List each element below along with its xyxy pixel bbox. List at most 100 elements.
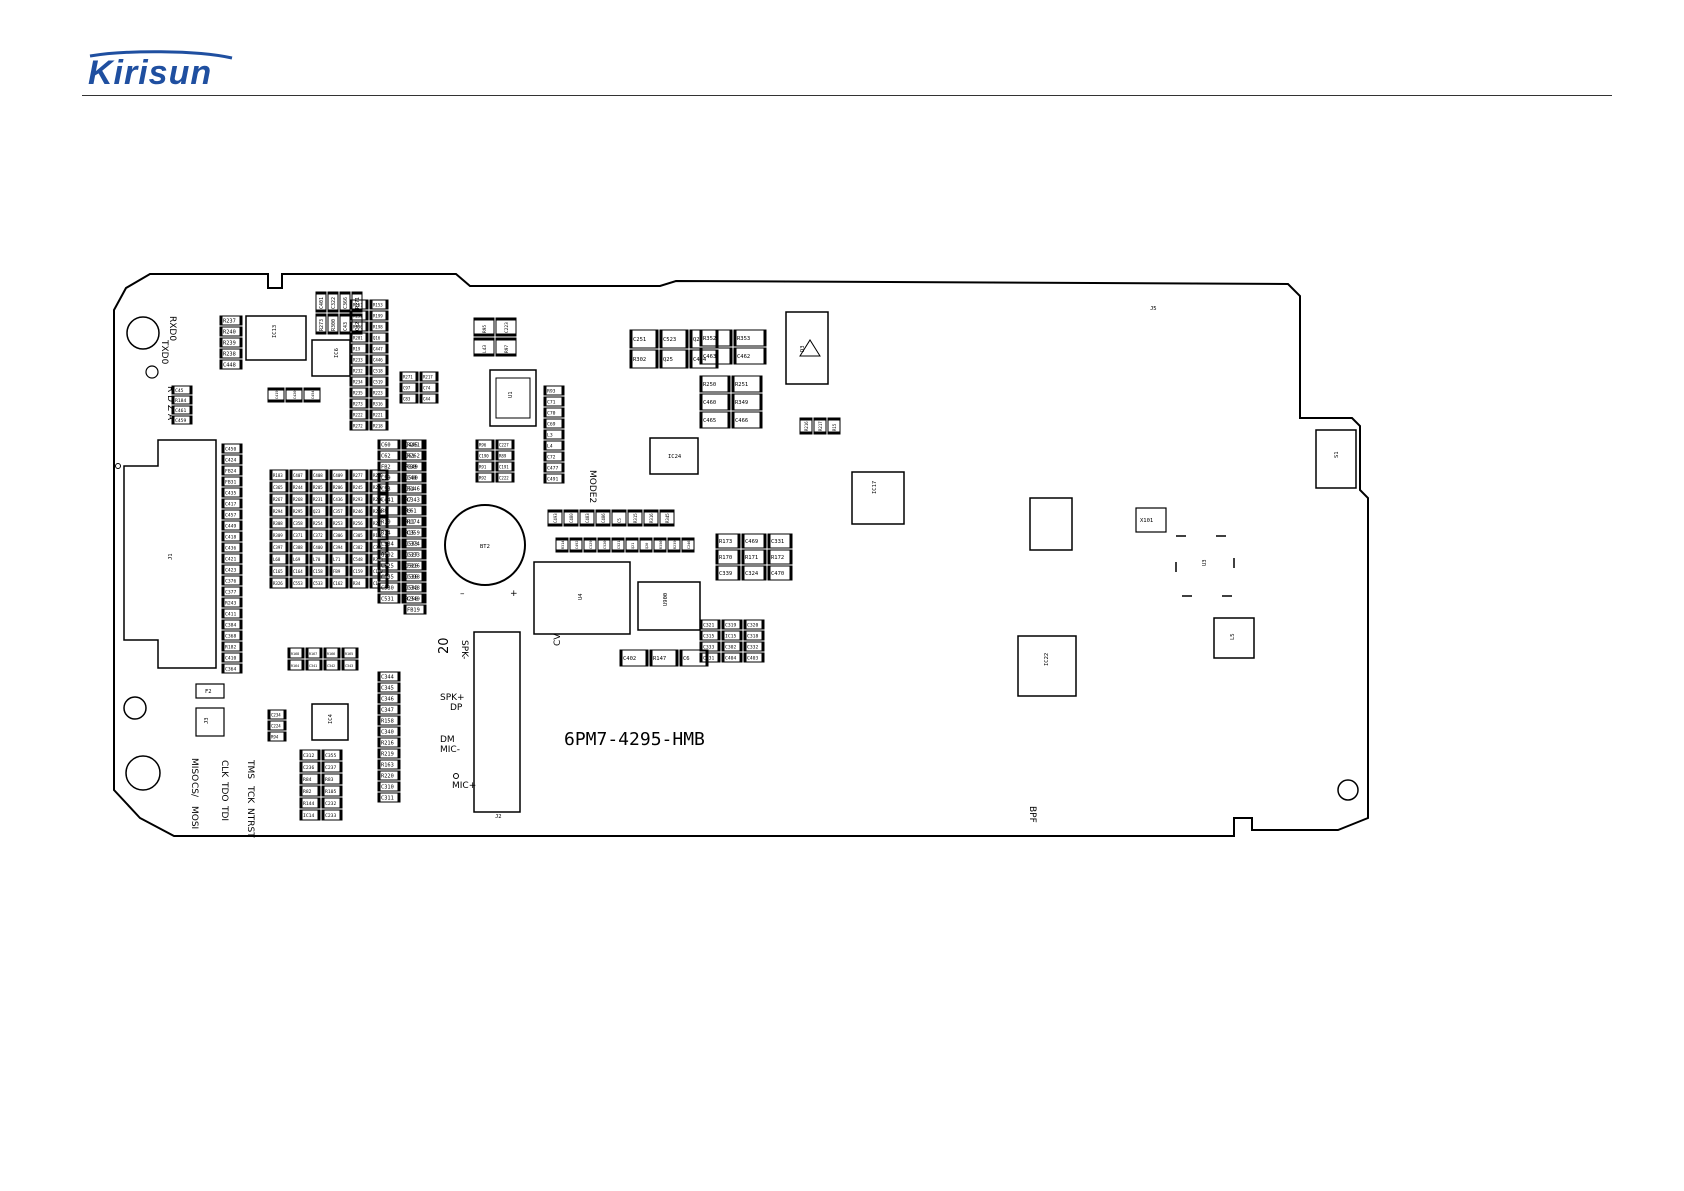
mounting-hole [126, 316, 160, 350]
pcb-component: C397 [269, 541, 289, 553]
pcb-component: R294 [269, 505, 289, 517]
pcb-component-label: C322 [331, 297, 337, 309]
pcb-component: C364 [221, 663, 243, 674]
pcb-component-label: R295 [293, 509, 303, 514]
pcb-component-label: R164 [291, 664, 299, 668]
pcb-component-label: R15 [832, 423, 837, 431]
pcb-component: R353 [733, 329, 767, 347]
pcb-component-label: R234 [353, 380, 363, 385]
j5-label: J5 [1150, 306, 1157, 312]
switch-s1 [1315, 429, 1357, 489]
pcb-component-label: C394 [333, 545, 343, 550]
pcb-component: C162 [329, 577, 349, 589]
pcb-component: R223 [369, 387, 389, 398]
pcb-component: C222 [495, 472, 515, 483]
pcb-component-label: R233 [353, 358, 363, 363]
ic4-label: IC4 [328, 713, 334, 724]
pcb-component: C319 [721, 619, 743, 630]
pcb-component-label: L69 [293, 557, 301, 562]
pcb-component-label: C349 [407, 597, 420, 603]
pcb-component: C401 [315, 291, 327, 313]
pcb-component: C404 [721, 652, 743, 663]
mounting-hole [145, 365, 159, 379]
pcb-component: C306 [329, 529, 349, 541]
pcb-component-label: R205 [313, 485, 323, 490]
pcb-component: R262 [403, 450, 427, 461]
pcb-component: C236 [299, 761, 321, 773]
pcb-component-label: C397 [273, 545, 283, 550]
pcb-component-label: R326 [273, 581, 283, 586]
pcb-component: C333 [403, 549, 427, 560]
pcb-component: C410 [221, 652, 243, 663]
pcb-component: C463 [699, 347, 733, 365]
pcb-component: R352 [699, 329, 733, 347]
pcb-component-label: Q23 [313, 509, 321, 514]
pcb-component: R164 [287, 659, 305, 671]
pcb-component-label: R184 [175, 398, 186, 404]
pcb-component: FB2 [377, 461, 401, 472]
pcb-component: R182 [221, 641, 243, 652]
pcb-component: C359 [403, 527, 427, 538]
ic-u1 [489, 369, 537, 427]
pcb-component-label: C407 [293, 473, 303, 478]
pcb-component: C521 [611, 537, 625, 553]
connector-j3 [195, 707, 225, 737]
pcb-component-label: R196 [353, 325, 363, 330]
pcb-component-label: C158 [313, 569, 323, 574]
pcb-component-label: R146 [407, 487, 420, 493]
pcb-component: C366 [339, 291, 351, 313]
pcb-component: C234 [267, 709, 287, 720]
pcb-component-label: C246 [687, 541, 691, 549]
pcb-component-label: R165 [345, 652, 353, 656]
pcb-component: C312 [299, 749, 321, 761]
pcb-component: C388 [289, 541, 309, 553]
pcb-component: FB16 [403, 560, 427, 571]
pcb-component-label: C306 [333, 533, 343, 538]
pcb-component-label: C234 [271, 713, 281, 718]
pcb-component-label: C83 [403, 397, 411, 402]
pcb-component: C246 [681, 537, 695, 553]
pcb-component-label: C530 [381, 586, 394, 592]
pcb-component-label: R314 [561, 541, 565, 549]
pcb-component-label: R15 [405, 531, 415, 537]
pcb-component-label: R245 [353, 485, 363, 490]
pcb-component: C492 [569, 537, 583, 553]
pcb-component-label: C486 [601, 513, 606, 523]
pcb-component: C483 [579, 509, 595, 527]
pcb-component-label: C436 [333, 497, 343, 502]
pcb-component: R219 [377, 748, 401, 759]
dm-label: DM [440, 735, 455, 745]
pcb-component: R273 [349, 398, 369, 409]
pcb-component: R144 [299, 797, 321, 809]
pcb-component: R231 [309, 493, 329, 505]
pcb-component-label: L68 [273, 557, 281, 562]
pcb-component-label: C339 [719, 571, 732, 577]
pcb-component: R273 [315, 313, 327, 335]
pcb-component-label: R105 [325, 789, 336, 795]
pcb-component-label: C74 [423, 386, 431, 391]
pcb-component-label: C164 [293, 569, 303, 574]
pcb-component: R243 [221, 597, 243, 608]
pcb-component: C340 [377, 726, 401, 737]
pcb-component: R256 [349, 517, 369, 529]
ic-ic22 [1017, 635, 1077, 697]
pcb-component-label: R243 [225, 601, 236, 607]
l5-label: L5 [1230, 633, 1236, 640]
bt2-plus: + [510, 589, 518, 599]
pcb-component-label: C71 [547, 400, 556, 406]
ic17-label: IC17 [872, 481, 878, 494]
pcb-component: C190 [475, 450, 495, 461]
fuse-f2 [195, 683, 225, 699]
u4-label: U4 [578, 593, 584, 600]
diode-d3 [785, 311, 829, 385]
pcb-outline [113, 273, 1369, 837]
pcb-component: C417 [221, 498, 243, 509]
pcb-component-label: C359 [407, 531, 420, 537]
pcb-component-label: C417 [225, 502, 236, 508]
pcb-component-label: R183 [273, 473, 283, 478]
pcb-component: C342 [323, 659, 341, 671]
mic-minus-label: MIC- [440, 745, 460, 755]
mounting-hole [1337, 779, 1359, 801]
pcb-component-label: FB49 [405, 465, 418, 471]
pcb-component-label: C45 [175, 388, 184, 394]
